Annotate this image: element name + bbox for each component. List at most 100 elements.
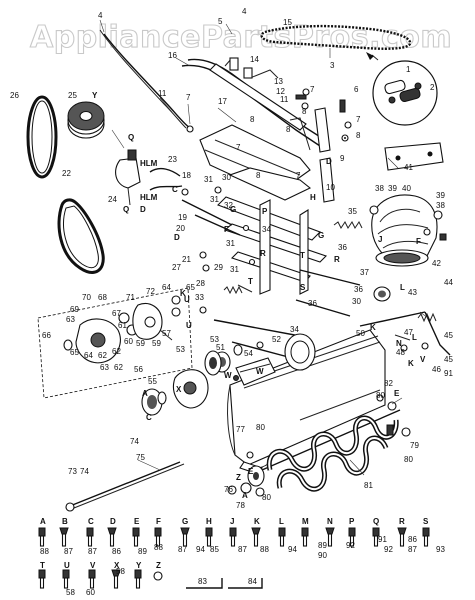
letter-code-F: F — [156, 517, 161, 526]
callout-24: 24 — [108, 195, 117, 204]
callout-7: 7 — [236, 143, 241, 152]
hlm-labels: HLM HLM — [140, 159, 158, 202]
letter-code-T: T — [40, 561, 45, 570]
callout-8: 8 — [256, 171, 261, 180]
callout-38: 38 — [436, 201, 445, 210]
callout-74: 74 — [80, 467, 89, 476]
callout-92: 92 — [346, 541, 355, 550]
callout-36: 36 — [308, 299, 317, 308]
callout-34: 34 — [262, 225, 271, 234]
callout-62: 62 — [98, 351, 107, 360]
pulley-25 — [67, 101, 105, 139]
chain-link-detail — [366, 52, 438, 126]
letter-code-V: V — [420, 355, 426, 364]
letter-code-N: N — [396, 339, 402, 348]
callout-87: 87 — [88, 547, 97, 556]
callout-88: 88 — [154, 543, 163, 552]
callout-64: 64 — [84, 351, 93, 360]
callout-53: 53 — [176, 345, 185, 354]
letter-code-E: E — [248, 467, 254, 476]
callout-36: 36 — [338, 243, 347, 252]
callout-51: 51 — [216, 343, 225, 352]
letter-code-A: A — [242, 491, 248, 500]
letter-code-F: F — [416, 237, 421, 246]
letter-code-R: R — [260, 249, 266, 258]
letter-code-K: K — [370, 323, 376, 332]
spring-35 — [333, 221, 363, 229]
callout-12: 12 — [276, 87, 285, 96]
callout-7: 7 — [356, 115, 361, 124]
leader-lines — [99, 19, 429, 476]
callout-8: 8 — [250, 115, 255, 124]
callout-73: 73 — [68, 467, 77, 476]
letter-code-P: P — [262, 207, 268, 216]
letter-code-H: H — [206, 517, 212, 526]
letter-code-E: E — [394, 389, 400, 398]
linkage-23 — [149, 167, 183, 191]
auger-housing — [227, 329, 386, 469]
letter-code-L: L — [400, 283, 405, 292]
callout-94: 94 — [196, 545, 205, 554]
callout-82: 82 — [384, 379, 393, 388]
letter-code-R: R — [334, 255, 340, 264]
letter-code-X: X — [176, 385, 182, 394]
letter-code-W: W — [256, 367, 264, 376]
chute-hardware — [369, 205, 447, 241]
letter-code-M: M — [302, 517, 309, 526]
callout-4: 4 — [242, 7, 247, 16]
letter-code-L: L — [279, 517, 284, 526]
callout-58: 58 — [66, 588, 75, 597]
letter-code-T: T — [248, 277, 253, 286]
callout-57: 57 — [162, 329, 171, 338]
letter-code-C: C — [172, 185, 178, 194]
letter-code-J: J — [230, 517, 234, 526]
letter-code-C: C — [146, 413, 152, 422]
callout-81: 81 — [364, 481, 373, 490]
letter-code-W: W — [224, 371, 232, 380]
hardware-legend-row-1 — [38, 527, 430, 547]
callout-89: 89 — [318, 541, 327, 550]
gearbox-54 — [172, 369, 209, 409]
callout-50: 50 — [356, 329, 365, 338]
letter-code-R: R — [399, 517, 405, 526]
callout-88: 88 — [260, 545, 269, 554]
frame-hardware — [181, 88, 352, 314]
callout-30: 30 — [222, 173, 231, 182]
callout-36: 36 — [354, 285, 363, 294]
letter-code-G: G — [230, 205, 236, 214]
callout-7: 7 — [186, 93, 191, 102]
callout-88: 88 — [40, 547, 49, 556]
letter-code-Q: Q — [123, 205, 129, 214]
letter-codes: Y Q Q C D G P D H D F R T G J F R S T L … — [40, 91, 429, 570]
callout-21: 21 — [182, 255, 191, 264]
letter-code-H: H — [310, 193, 316, 202]
letter-code-L: L — [412, 333, 417, 342]
callout-11: 11 — [280, 95, 289, 104]
letter-code-X: X — [114, 561, 120, 570]
callout-8: 8 — [286, 125, 291, 134]
chute-crank-bearing — [359, 286, 451, 356]
callout-78: 78 — [236, 501, 245, 510]
callout-56: 56 — [134, 365, 143, 374]
callout-58: 58 — [116, 567, 125, 576]
drive-chain — [260, 24, 412, 58]
callout-34: 34 — [290, 325, 299, 334]
callout-83: 83 — [198, 577, 207, 586]
auger-81 — [247, 409, 401, 492]
callout-70: 70 — [82, 293, 91, 302]
letter-code-V: V — [90, 561, 96, 570]
callout-15: 15 — [283, 18, 292, 27]
letter-code-A: A — [40, 517, 46, 526]
callout-79: 79 — [410, 441, 419, 450]
callout-46: 46 — [432, 365, 441, 374]
hlm-label: HLM — [140, 159, 158, 168]
gear-case-inset — [37, 287, 193, 399]
callout-29: 29 — [214, 263, 223, 272]
callout-80: 80 — [256, 423, 265, 432]
letter-code-A: A — [142, 389, 148, 398]
callout-52: 52 — [272, 335, 281, 344]
axle-rod-75 — [65, 461, 185, 512]
letter-code-K: K — [180, 289, 186, 298]
letter-code-T: T — [300, 251, 305, 260]
